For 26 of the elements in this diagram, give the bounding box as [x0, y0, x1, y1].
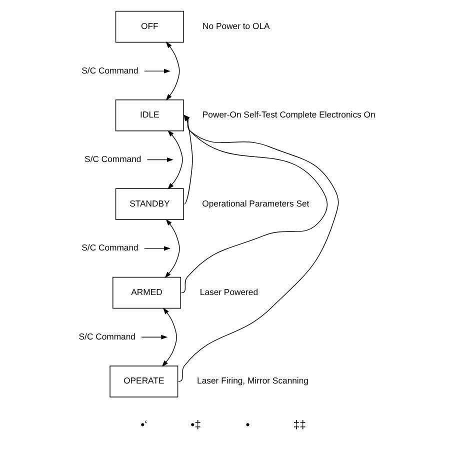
label: •‘ — [140, 420, 147, 432]
node-label: Laser Firing, Mirror Scanning — [196, 376, 308, 386]
arrow — [144, 246, 170, 251]
arrow — [164, 219, 180, 278]
node-label: Power-On Self-Test Complete Electronics On — [202, 110, 375, 120]
node-label: Laser Powered — [199, 287, 258, 298]
node-text: S/C Command — [78, 331, 135, 342]
node-text: S/C Command — [81, 242, 138, 253]
arrow — [161, 308, 176, 367]
node-box: STANDBY — [114, 188, 184, 220]
arrow — [167, 130, 182, 190]
node-label: Operational Parameters Set — [202, 198, 309, 208]
label: ‡‡ — [292, 420, 306, 432]
arrow — [165, 42, 180, 100]
label: • — [245, 420, 250, 432]
label: •‡ — [190, 420, 201, 432]
node-box: OPERATE — [109, 366, 178, 398]
node-box: OFF — [114, 10, 184, 43]
arrow — [144, 68, 170, 74]
arrow — [140, 334, 168, 340]
arrow — [146, 157, 173, 162]
node-text: S/C Command — [84, 154, 141, 164]
node-text: S/C Command — [81, 65, 138, 76]
node-label: No Power to OLA — [202, 20, 270, 31]
node-box: IDLE — [114, 100, 184, 132]
node-box: ARMED — [112, 276, 181, 309]
